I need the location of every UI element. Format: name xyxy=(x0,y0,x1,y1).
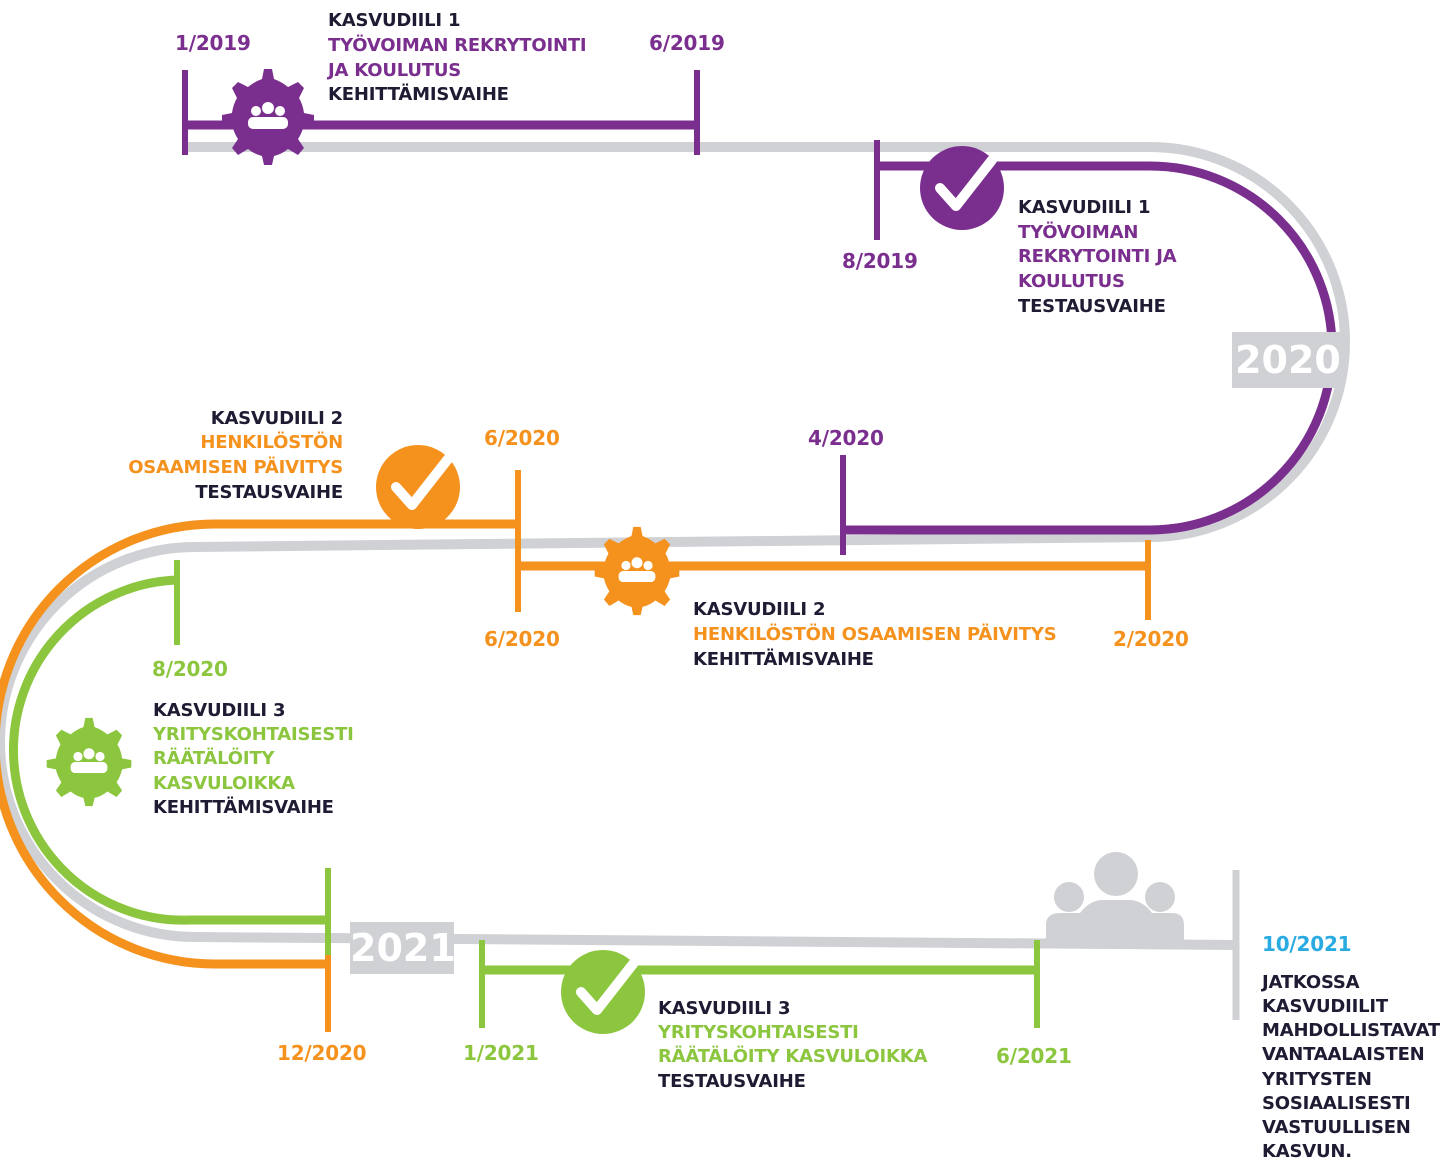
future-text-8: KASVUN. xyxy=(1262,1141,1352,1162)
future-text-3: MAHDOLLISTAVAT xyxy=(1262,1020,1440,1041)
phase3-dev-title: KASVUDIILI 3 xyxy=(153,700,286,721)
phase1-test-stage: TESTAUSVAIHE xyxy=(1018,296,1166,317)
phase1-test-title: KASVUDIILI 1 xyxy=(1018,197,1151,218)
checkmark-icon xyxy=(920,146,1004,230)
phase3-test-name-1: YRITYSKOHTAISESTI xyxy=(658,1022,859,1043)
phase3-dev-start-date: 8/2020 xyxy=(152,657,228,681)
phase2-dev-title: KASVUDIILI 2 xyxy=(693,599,826,620)
phase1-test-name-2: REKRYTOINTI JA xyxy=(1018,246,1177,267)
checkmark-icon xyxy=(561,950,645,1034)
year-label-2020: 2020 xyxy=(1235,338,1341,382)
people-group-icon xyxy=(1046,852,1184,945)
phase3-dev-name-1: YRITYSKOHTAISESTI xyxy=(153,724,354,745)
phase1-dev-name-2: JA KOULUTUS xyxy=(328,60,462,81)
phase1-dev-title: KASVUDIILI 1 xyxy=(328,10,461,31)
phase3-dev-stage: KEHITTÄMISVAIHE xyxy=(153,797,334,818)
phase2-dev-end-date: 6/2020 xyxy=(484,627,560,651)
phase3-test-stage: TESTAUSVAIHE xyxy=(658,1071,806,1092)
phase2-dev-name-1: HENKILÖSTÖN OSAAMISEN PÄIVITYS xyxy=(693,624,1057,645)
future-text-2: KASVUDIILIT xyxy=(1262,996,1388,1017)
gear-people-icon xyxy=(222,69,314,165)
year-label-2021: 2021 xyxy=(350,926,456,970)
year-badge-2021 xyxy=(350,922,454,974)
future-text-5: YRITYSTEN xyxy=(1262,1069,1372,1090)
phase1-test-name-1: TYÖVOIMAN xyxy=(1018,222,1139,243)
phase2-test-name-2: OSAAMISEN PÄIVITYS xyxy=(128,457,343,478)
track xyxy=(0,142,1350,1020)
phase1-test-start-date: 8/2019 xyxy=(842,249,918,273)
future-date: 10/2021 xyxy=(1262,932,1352,956)
phase3-dev-name-2: RÄÄTÄLÖITY xyxy=(153,748,275,769)
phase2-dev-start-date: 2/2020 xyxy=(1113,627,1189,651)
phase3-test-end-date: 6/2021 xyxy=(996,1044,1072,1068)
phase2-dev-stage: KEHITTÄMISVAIHE xyxy=(693,649,874,670)
phase3-test-name-2: RÄÄTÄLÖITY KASVULOIKKA xyxy=(658,1046,928,1067)
checkmark-icon xyxy=(376,445,460,529)
phase2-test-end-date: 12/2020 xyxy=(277,1041,367,1065)
future-text-4: VANTAALAISTEN xyxy=(1262,1044,1425,1065)
phase1-test-name-3: KOULUTUS xyxy=(1018,271,1125,292)
phase3-test-title: KASVUDIILI 3 xyxy=(658,998,791,1019)
phase3-dev-name-3: KASVULOIKKA xyxy=(153,773,295,794)
phase2-test-name-1: HENKILÖSTÖN xyxy=(200,432,343,453)
phase2-test-stage: TESTAUSVAIHE xyxy=(195,482,343,503)
phase2-test-title: KASVUDIILI 2 xyxy=(210,408,343,429)
gear-people-icon xyxy=(594,526,680,616)
phase1-dev-name-1: TYÖVOIMAN REKRYTOINTI xyxy=(328,35,587,56)
phase3-test-start-date: 1/2021 xyxy=(463,1041,539,1065)
phase1-dev-stage: KEHITTÄMISVAIHE xyxy=(328,84,509,105)
future-text-1: JATKOSSA xyxy=(1262,972,1360,993)
gear-people-icon xyxy=(46,717,132,807)
phase2-test-start-date: 6/2020 xyxy=(484,426,560,450)
future-text-7: VASTUULLISEN xyxy=(1262,1117,1411,1138)
year-badge-2020 xyxy=(1232,332,1344,388)
phase1-dev-start-date: 1/2019 xyxy=(175,31,251,55)
phase1-test-end-date: 4/2020 xyxy=(808,426,884,450)
phase1-dev-end-date: 6/2019 xyxy=(649,31,725,55)
future-text-6: SOSIAALISESTI xyxy=(1262,1093,1411,1114)
